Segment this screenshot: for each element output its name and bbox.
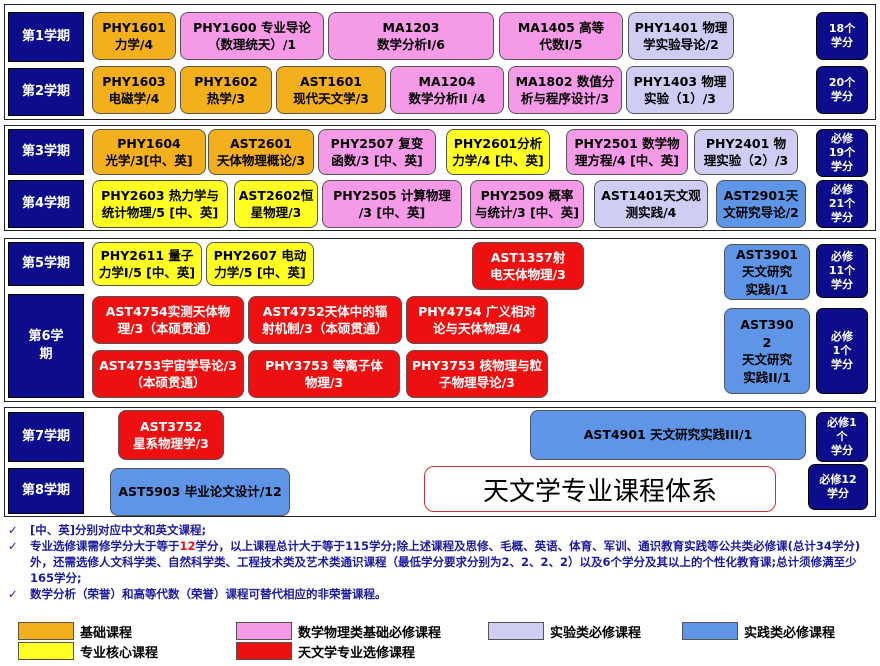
course-ast1401[interactable]: AST1401天文观 测实践/4	[594, 180, 708, 228]
note-2-text-a: 专业选修课需修学分大于等于	[30, 539, 180, 554]
course-ast5903[interactable]: AST5903 毕业论文设计/12	[110, 468, 290, 516]
semester-label-8: 第8学期	[8, 468, 84, 514]
course-phy2501[interactable]: PHY2501 数学物 理方程/4 [中、英]	[566, 129, 688, 175]
note-3: ✓ 数学分析（荣誉）和高等代数（荣誉）课程可替代相应的非荣誉课程。	[8, 586, 876, 602]
course-phy2401[interactable]: PHY2401 物 理实验（2）/3	[694, 129, 798, 175]
credits-badge-2: 20个 学分	[816, 66, 868, 114]
credits-badge-1: 18个 学分	[816, 12, 868, 60]
course-phy2607[interactable]: PHY2607 电动 力学/5 [中、英]	[206, 242, 314, 286]
course-phy2509[interactable]: PHY2509 概率 与统计/3 [中、英]	[470, 180, 584, 228]
note-2: ✓ 专业选修课需修学分大于等于12学分，以上课程总计大于等于115学分;除上述课…	[8, 538, 876, 586]
legend-swatch-astro	[236, 642, 292, 660]
semester-label-2: 第2学期	[8, 68, 84, 116]
note-2-highlight: 12	[179, 539, 196, 554]
course-phy1600[interactable]: PHY1600 专业导论 （数理统天）/1	[180, 12, 324, 60]
credits-badge-3: 必修 19个 学分	[816, 129, 868, 177]
note-2-text-c: 学分，以上课程总计大于等于115学分;除上述课程及思修、毛概、英语、体育、军训、…	[30, 539, 861, 586]
legend-label-math: 数学物理类基础必修课程	[298, 626, 442, 641]
diagram-title: 天文学专业课程体系	[424, 466, 776, 512]
course-ma1203[interactable]: MA1203 数学分析I/6	[328, 12, 494, 60]
legend-swatch-exp	[682, 622, 738, 640]
legend-label-core: 专业核心课程	[80, 646, 159, 661]
course-phy1604[interactable]: PHY1604 光学/3[中、英]	[92, 129, 206, 175]
semester-label-6: 第6学 期	[8, 294, 84, 398]
course-phy2611[interactable]: PHY2611 量子 力学I/5 [中、英]	[92, 242, 202, 286]
credits-badge-5: 必修 11个 学分	[816, 244, 868, 298]
semester-label-1: 第1学期	[8, 12, 84, 62]
course-ast1357[interactable]: AST1357射 电天体物理/3	[472, 242, 584, 290]
semester-label-3: 第3学期	[8, 129, 84, 175]
course-phy2507[interactable]: PHY2507 复变 函数/3 [中、英]	[318, 129, 436, 175]
note-1: ✓ [中、英]分别对应中文和英文课程;	[8, 522, 876, 538]
course-phy1602[interactable]: PHY1602 热学/3	[180, 66, 272, 114]
course-ast3901[interactable]: AST3901 天文研究 实践I/1	[724, 244, 810, 300]
credits-badge-4: 必修 21个 学分	[816, 180, 868, 228]
course-phy3753-plasma[interactable]: PHY3753 等离子体 物理/3	[248, 350, 400, 398]
note-3-text: 数学分析（荣誉）和高等代数（荣誉）课程可替代相应的非荣誉课程。	[30, 587, 387, 602]
check-icon: ✓	[8, 523, 18, 537]
notes-section: ✓ [中、英]分别对应中文和英文课程; ✓ 专业选修课需修学分大于等于12学分，…	[8, 522, 876, 602]
semester-label-4: 第4学期	[8, 180, 84, 228]
course-ast4754[interactable]: AST4754实测天体物 理/3（本硕贯通）	[92, 296, 244, 344]
course-ma1405[interactable]: MA1405 高等 代数I/5	[499, 12, 623, 60]
course-ast3902[interactable]: AST390 2 天文研究 实践II/1	[724, 308, 810, 394]
legend-label-prac: 实验类必修课程	[550, 626, 642, 641]
legend-swatch-core	[18, 642, 74, 660]
course-phy2505[interactable]: PHY2505 计算物理 /3 [中、英]	[322, 180, 462, 228]
legend-label-exp: 实践类必修课程	[744, 626, 836, 641]
course-ma1802[interactable]: MA1802 数值分 析与程序设计/3	[508, 66, 622, 114]
course-ma1204[interactable]: MA1204 数学分析II /4	[390, 66, 504, 114]
legend-label-astro: 天文学专业选修课程	[298, 646, 416, 661]
course-ast2602[interactable]: AST2602恒 星物理/3	[234, 180, 318, 228]
course-ast2901[interactable]: AST2901天 文研究导论/2	[716, 180, 806, 228]
credits-badge-6: 必修 1个 学分	[816, 308, 868, 394]
check-icon: ✓	[8, 539, 18, 554]
legend-label-basic: 基础课程	[80, 626, 133, 641]
note-2-body: 专业选修课需修学分大于等于12学分，以上课程总计大于等于115学分;除上述课程及…	[30, 538, 876, 586]
course-ast3752[interactable]: AST3752 星系物理学/3	[118, 410, 224, 460]
course-ast4901[interactable]: AST4901 天文研究实践III/1	[530, 410, 806, 460]
course-phy1403[interactable]: PHY1403 物理 实验（1）/3	[626, 66, 734, 114]
course-phy1401[interactable]: PHY1401 物理 学实验导论/2	[628, 12, 734, 60]
course-ast4753[interactable]: AST4753宇宙学导论/3 （本硕贯通）	[92, 350, 244, 398]
semester-label-7: 第7学期	[8, 412, 84, 462]
course-phy4754[interactable]: PHY4754 广义相对 论与天体物理/4	[406, 296, 548, 344]
course-ast4752[interactable]: AST4752天体中的辐 射机制/3（本硕贯通）	[248, 296, 402, 344]
course-phy3753-nuclear[interactable]: PHY3753 核物理与粒 子物理导论/3	[406, 350, 548, 398]
course-phy2603[interactable]: PHY2603 热力学与 统计物理/5 [中、英]	[92, 180, 228, 228]
legend-swatch-prac	[488, 622, 544, 640]
course-phy1603[interactable]: PHY1603 电磁学/4	[92, 66, 176, 114]
note-1-text: [中、英]分别对应中文和英文课程;	[30, 523, 207, 537]
check-icon: ✓	[8, 587, 18, 602]
credits-badge-7: 必修1 个 学分	[816, 412, 868, 462]
course-ast1601[interactable]: AST1601 现代天文学/3	[276, 66, 386, 114]
legend-swatch-math	[236, 622, 292, 640]
credits-badge-8: 必修12 学分	[808, 464, 868, 510]
course-phy2601[interactable]: PHY2601分析 力学/4 [中、英]	[446, 129, 550, 175]
course-phy1601[interactable]: PHY1601 力学/4	[92, 12, 176, 60]
semester-label-5: 第5学期	[8, 242, 84, 286]
course-ast2601[interactable]: AST2601 天体物理概论/3	[208, 129, 314, 175]
legend-swatch-basic	[18, 622, 74, 640]
